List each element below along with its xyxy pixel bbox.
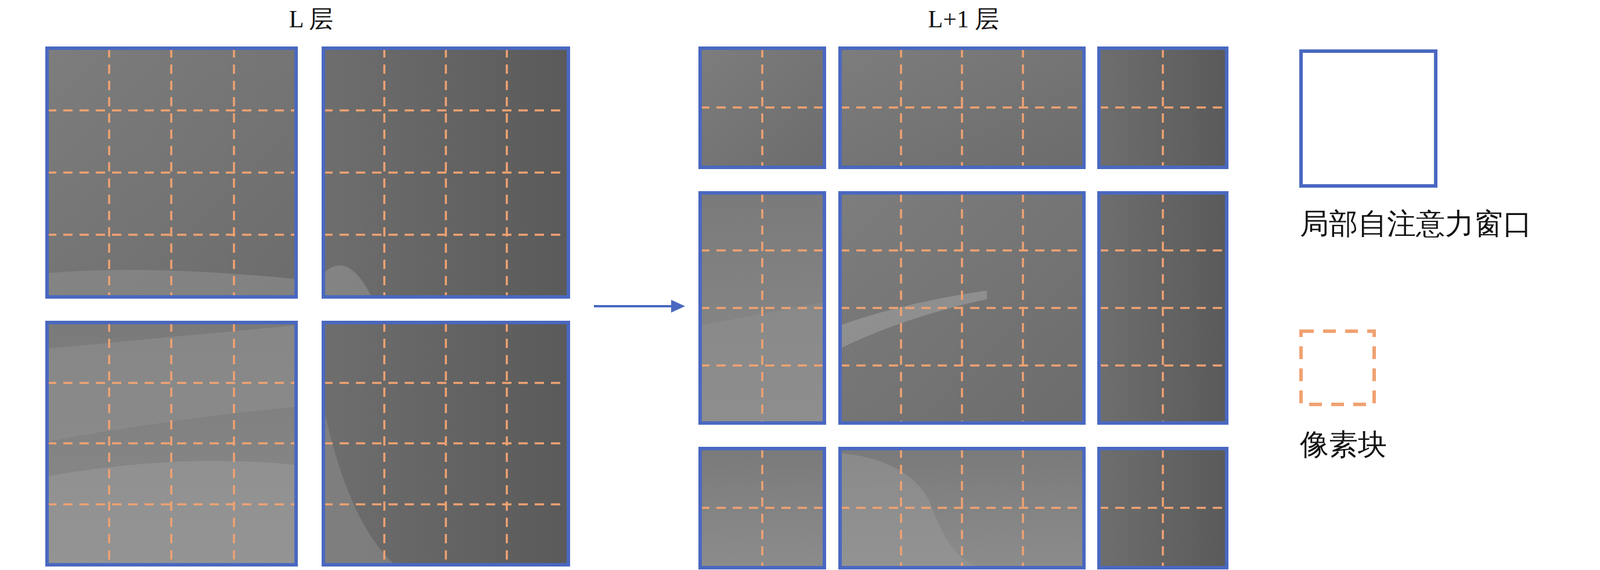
legend-label: 像素块 xyxy=(1299,426,1387,462)
layer-l-windows xyxy=(47,48,569,565)
legend-label: 局部自注意力窗口 xyxy=(1299,206,1533,241)
transition-arrow xyxy=(593,299,686,313)
window-legend-swatch xyxy=(1301,51,1436,186)
layer-l1-windows xyxy=(700,48,1227,568)
layer-title: L+1 层 xyxy=(928,4,1000,34)
layer-title: L 层 xyxy=(289,4,334,34)
patch-legend-swatch xyxy=(1301,330,1375,405)
